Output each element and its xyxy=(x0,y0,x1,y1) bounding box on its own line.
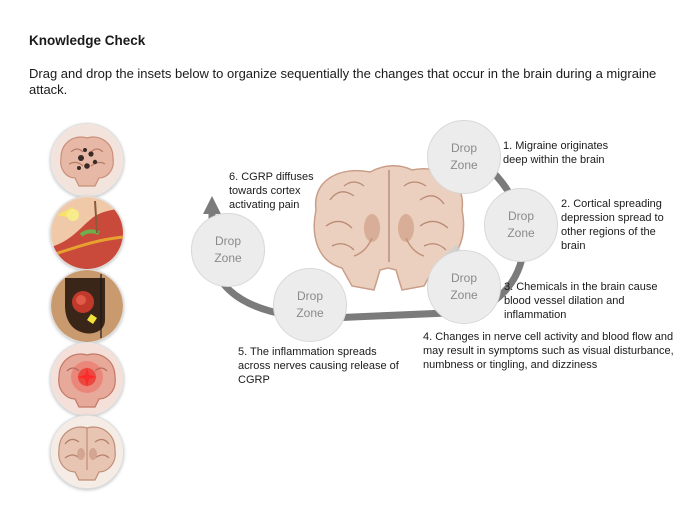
inset-blood-vessel[interactable] xyxy=(50,269,124,343)
drop-zone-2[interactable]: Drop Zone xyxy=(484,188,558,262)
trigeminal-nerve-icon xyxy=(51,197,123,269)
step-6-caption: 6. CGRP diffuses towards cortex activati… xyxy=(229,171,314,211)
drop-zone-1[interactable]: Drop Zone xyxy=(427,120,501,194)
inset-brain-red-pulse[interactable] xyxy=(50,342,124,416)
inset-brain-dark-spots[interactable] xyxy=(50,123,124,197)
brain-red-pulse-icon xyxy=(51,343,123,415)
drop-zone-6[interactable]: Drop Zone xyxy=(191,213,265,287)
cycle-arrowhead xyxy=(203,196,221,214)
step-3-caption: 3. Chemicals in the brain cause blood ve… xyxy=(504,281,658,321)
step-2-caption: 2. Cortical spreading depression spread … xyxy=(561,198,664,252)
brain-cross-section-icon xyxy=(51,416,123,488)
drop-zone-3[interactable]: Drop Zone xyxy=(427,250,501,324)
blood-vessel-closeup-icon xyxy=(51,270,123,342)
page-title: Knowledge Check xyxy=(29,33,146,48)
inset-brain-cross-section[interactable] xyxy=(50,415,124,489)
step-5-caption: 5. The inflammation spreads across nerve… xyxy=(238,346,399,386)
step-1-caption: 1. Migraine originates deep within the b… xyxy=(503,140,609,166)
drop-zone-5[interactable]: Drop Zone xyxy=(273,268,347,342)
instructions: Drag and drop the insets below to organi… xyxy=(29,66,657,97)
brain-dark-spots-icon xyxy=(51,124,123,196)
step-4-caption: 4. Changes in nerve cell activity and bl… xyxy=(423,331,674,371)
